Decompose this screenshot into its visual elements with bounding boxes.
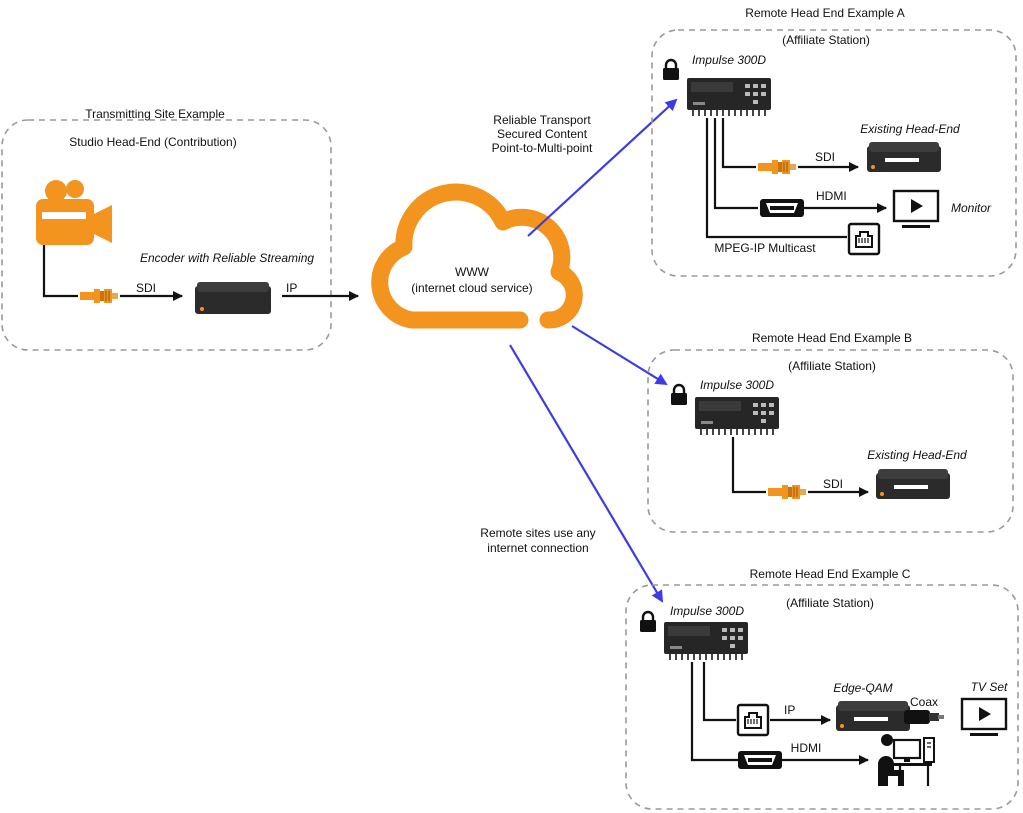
camera-cable <box>42 245 78 298</box>
encoder-label: Encoder with Reliable Streaming <box>140 251 314 265</box>
monitor-icon <box>892 189 940 230</box>
sdi-connector-icon <box>79 288 119 304</box>
site-c-ip-label: IP <box>784 703 795 717</box>
hdmi-connector-icon <box>738 751 782 769</box>
impulse-300d-device-icon <box>686 77 772 117</box>
video-camera-icon <box>36 180 112 245</box>
lock-icon <box>669 383 689 407</box>
site-b-region <box>647 349 1014 533</box>
site-c-edge-qam-label: Edge-QAM <box>833 681 892 695</box>
site-b-cable <box>731 437 766 494</box>
workstation-user-icon <box>878 734 935 786</box>
stream-arrow-to-site-b <box>571 325 668 386</box>
tv-set-icon <box>960 697 1008 738</box>
remote-note-line-2: internet connection <box>487 541 588 555</box>
site-c-region <box>625 584 1019 810</box>
site-a-subtitle: (Affiliate Station) <box>782 33 870 47</box>
site-a-title: Remote Head End Example A <box>745 6 904 20</box>
sdi-connector-icon <box>767 484 807 500</box>
site-c-coax-label: Coax <box>910 695 938 709</box>
remote-note-line-1: Remote sites use any <box>480 526 595 540</box>
site-c-hdmi-label: HDMI <box>791 741 822 755</box>
transport-note-line-2: Secured Content <box>497 127 588 141</box>
cloud-label-www: WWW <box>455 265 490 279</box>
site-a-cables <box>705 118 847 239</box>
edge-qam-device-icon <box>836 701 910 731</box>
hdmi-connector-icon <box>760 199 804 217</box>
site-a-device-label: Impulse 300D <box>692 53 766 67</box>
existing-head-end-icon <box>867 142 941 172</box>
site-c-tv-set-label: TV Set <box>971 680 1008 694</box>
site-a-region <box>651 29 1017 277</box>
coax-cable-icon <box>904 710 944 724</box>
lock-icon <box>638 610 658 634</box>
site-b-existing-label: Existing Head-End <box>867 448 967 462</box>
transmitting-site-region <box>1 119 332 351</box>
sdi-label: SDI <box>136 281 156 295</box>
cloud-icon <box>371 183 583 329</box>
site-c-cables <box>690 662 738 762</box>
lock-icon <box>661 58 681 82</box>
transmitting-site-subtitle: Studio Head-End (Contribution) <box>69 135 236 149</box>
site-a-existing-label: Existing Head-End <box>860 122 960 136</box>
transport-note-line-1: Reliable Transport <box>493 113 591 127</box>
ip-label: IP <box>286 281 297 295</box>
site-c-device-label: Impulse 300D <box>670 604 744 618</box>
site-b-subtitle: (Affiliate Station) <box>788 359 876 373</box>
ethernet-port-icon <box>847 222 881 256</box>
site-a-multicast-label: MPEG-IP Multicast <box>714 241 816 255</box>
cloud-label-service: (internet cloud service) <box>411 281 532 295</box>
stream-arrow-to-site-c <box>509 344 664 603</box>
sdi-connector-icon <box>757 159 797 175</box>
site-b-title: Remote Head End Example B <box>752 331 912 345</box>
encoder-device-icon <box>195 282 271 314</box>
site-a-monitor-label: Monitor <box>951 201 992 215</box>
site-a-sdi-label: SDI <box>815 150 835 164</box>
impulse-300d-device-icon <box>694 396 780 436</box>
site-b-device-label: Impulse 300D <box>700 378 774 392</box>
site-b-sdi-label: SDI <box>823 477 843 491</box>
impulse-300d-device-icon <box>663 621 749 661</box>
transmitting-site-title: Transmitting Site Example <box>85 107 225 121</box>
existing-head-end-icon <box>876 469 950 499</box>
transport-note-line-3: Point-to-Multi-point <box>492 141 593 155</box>
site-c-subtitle: (Affiliate Station) <box>786 596 874 610</box>
site-a-hdmi-label: HDMI <box>816 189 847 203</box>
site-c-title: Remote Head End Example C <box>750 567 911 581</box>
ethernet-port-icon <box>736 703 770 737</box>
